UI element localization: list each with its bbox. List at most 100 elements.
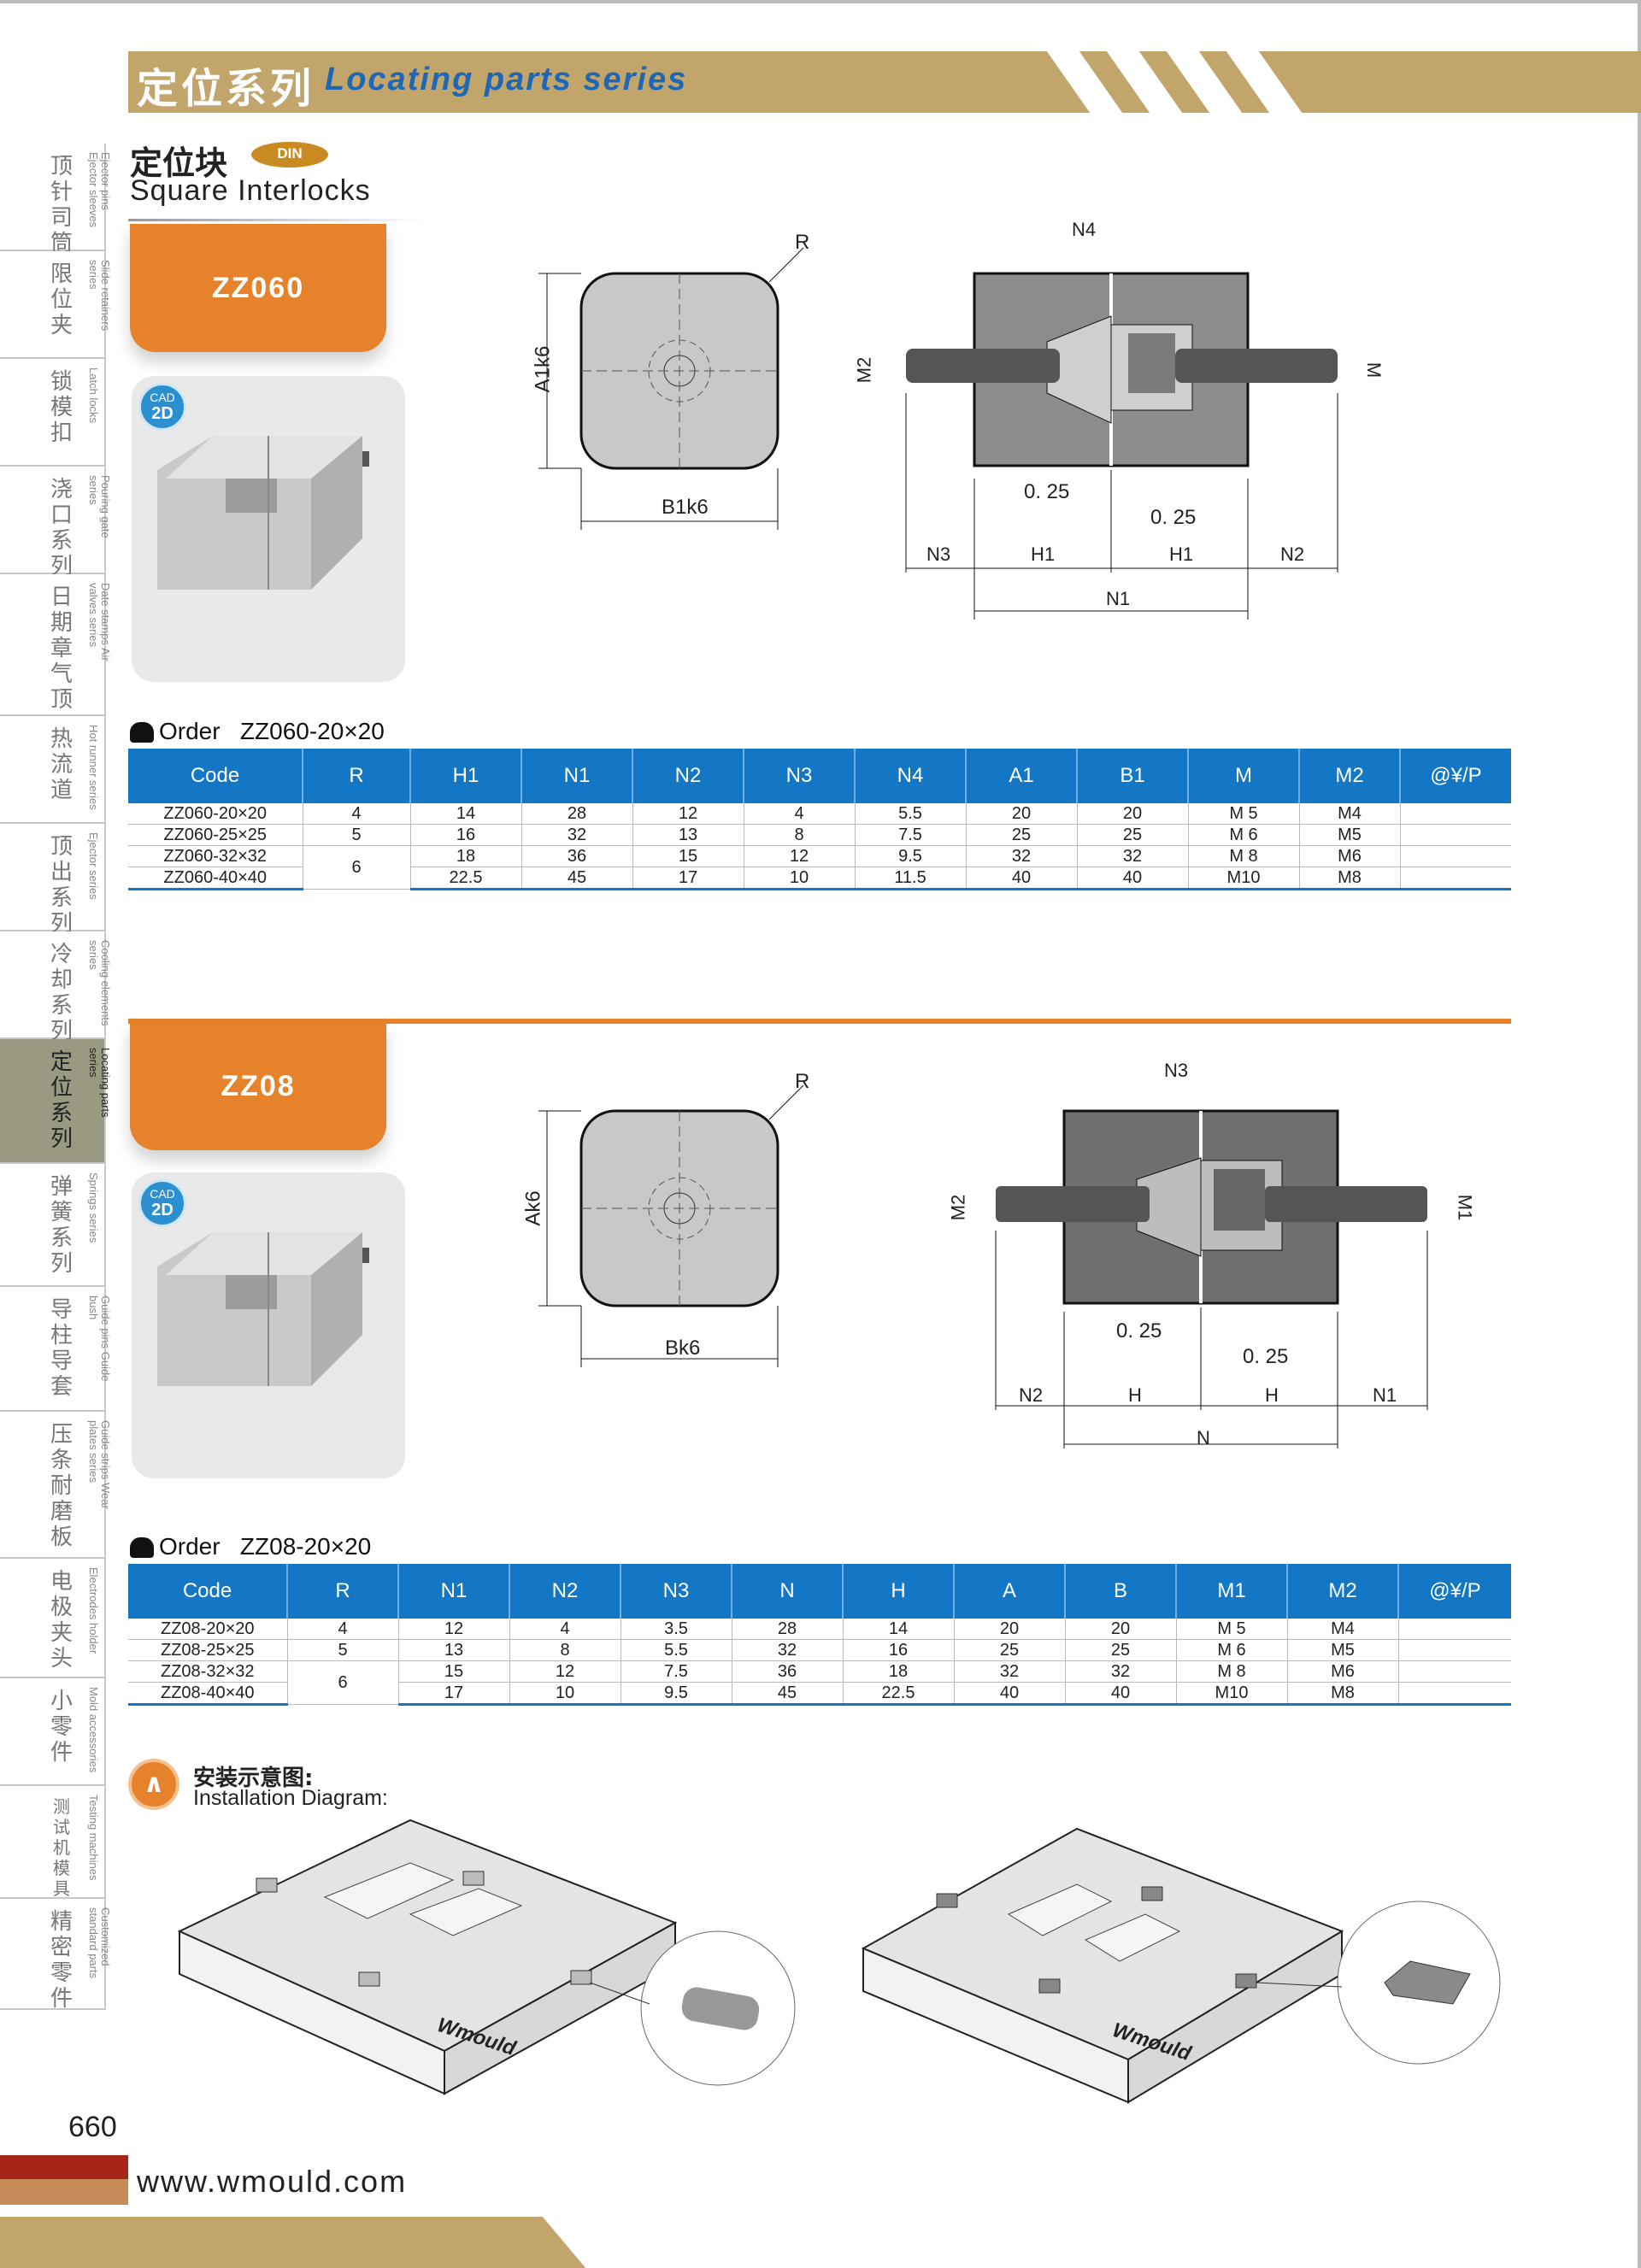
col-header: M bbox=[1187, 749, 1299, 803]
cell: ZZ08-25×25 bbox=[128, 1639, 287, 1661]
dim-m2: M2 bbox=[947, 1194, 969, 1221]
col-header: B bbox=[1064, 1564, 1176, 1619]
cell: 40 bbox=[1076, 867, 1188, 890]
cell: 20 bbox=[1064, 1619, 1176, 1640]
cell: 32 bbox=[953, 1660, 1065, 1683]
cell: 25 bbox=[1076, 824, 1188, 846]
cell: 17 bbox=[397, 1682, 509, 1706]
dim-n1: N1 bbox=[1373, 1384, 1397, 1406]
sidebar-item-label: 压条耐磨板 bbox=[50, 1422, 73, 1550]
sidebar-item-sub: Date stamps Air valves series bbox=[87, 583, 111, 661]
col-header: N1 bbox=[521, 749, 632, 803]
cell: 36 bbox=[521, 845, 632, 867]
dim-m1: M1 bbox=[1454, 1194, 1476, 1221]
cell: 22.5 bbox=[409, 867, 521, 890]
col-header: Code bbox=[128, 749, 303, 803]
order-label: Order bbox=[159, 1533, 221, 1560]
footer-gold-band bbox=[0, 2217, 530, 2268]
cell: ZZ060-32×32 bbox=[128, 845, 303, 867]
cell bbox=[1399, 845, 1511, 867]
col-header: N3 bbox=[620, 1564, 732, 1619]
sidebar-item-label: 定位系列 bbox=[50, 1049, 73, 1152]
col-header: N2 bbox=[509, 1564, 621, 1619]
cell bbox=[1399, 824, 1511, 846]
cell: 6 bbox=[286, 1660, 398, 1705]
cell: 12 bbox=[397, 1619, 509, 1640]
cell: 7.5 bbox=[854, 824, 966, 846]
cell: 5.5 bbox=[620, 1639, 732, 1661]
table-header-row: Code R H1 N1 N2 N3 N4 A1 B1 M M2 @¥/P bbox=[128, 749, 1511, 803]
product-title-cn: 定位块 bbox=[130, 144, 228, 182]
cell: 15 bbox=[397, 1660, 509, 1683]
website-link[interactable]: www.wmould.com bbox=[137, 2164, 408, 2199]
cell: 25 bbox=[1064, 1639, 1176, 1661]
cell: ZZ08-40×40 bbox=[128, 1682, 287, 1706]
dim-b: B1k6 bbox=[662, 496, 709, 519]
col-header: N4 bbox=[854, 749, 966, 803]
sidebar-item-sub: Springs series bbox=[87, 1172, 99, 1243]
cell: 12 bbox=[509, 1660, 621, 1683]
cell: ZZ060-40×40 bbox=[128, 867, 303, 890]
cell: 17 bbox=[632, 867, 744, 890]
dim-h-right: H bbox=[1265, 1384, 1279, 1406]
cell: 8 bbox=[743, 824, 855, 846]
sidebar-item-sub: Ejector pins Ejector sleeves bbox=[87, 152, 111, 228]
col-header: @¥/P bbox=[1399, 749, 1511, 803]
cell: 40 bbox=[965, 867, 1077, 890]
col-header: R bbox=[286, 1564, 398, 1619]
cell: 25 bbox=[953, 1639, 1065, 1661]
cell: ZZ08-32×32 bbox=[128, 1660, 287, 1683]
cell: 14 bbox=[409, 803, 521, 825]
cell: ZZ060-20×20 bbox=[128, 803, 303, 825]
section-tab-zz08: ZZ08 bbox=[130, 1022, 386, 1150]
din-badge: DIN bbox=[251, 142, 328, 167]
cell: 20 bbox=[1076, 803, 1188, 825]
cell: M 6 bbox=[1175, 1639, 1287, 1661]
col-header: M1 bbox=[1175, 1564, 1287, 1619]
spec-table-zz08: Code R N1 N2 N3 N H A B M1 M2 @¥/P ZZ08-… bbox=[128, 1564, 1511, 1706]
install-title-en: Installation Diagram: bbox=[193, 1786, 388, 1810]
sidebar-item-testing-machines[interactable]: 测试机模具钢Testing machines bbox=[0, 1786, 106, 1919]
cell: M6 bbox=[1298, 845, 1400, 867]
interlock-photo-icon bbox=[157, 1232, 369, 1386]
cell: 9.5 bbox=[620, 1682, 732, 1706]
page-number: 660 bbox=[68, 2111, 117, 2143]
cell: M8 bbox=[1286, 1682, 1398, 1706]
cell: ZZ060-25×25 bbox=[128, 824, 303, 846]
col-header: M2 bbox=[1286, 1564, 1398, 1619]
dim-n2: N2 bbox=[1280, 543, 1305, 565]
order-label: Order bbox=[159, 718, 221, 744]
order-code: ZZ08-20×20 bbox=[239, 1533, 372, 1560]
cell: 10 bbox=[743, 867, 855, 890]
dim-b: Bk6 bbox=[665, 1337, 701, 1360]
cell: 28 bbox=[731, 1619, 843, 1640]
page-frame-right bbox=[1638, 0, 1641, 2268]
cell: M 8 bbox=[1175, 1660, 1287, 1683]
cell: M4 bbox=[1286, 1619, 1398, 1640]
header-bar bbox=[128, 51, 1641, 113]
